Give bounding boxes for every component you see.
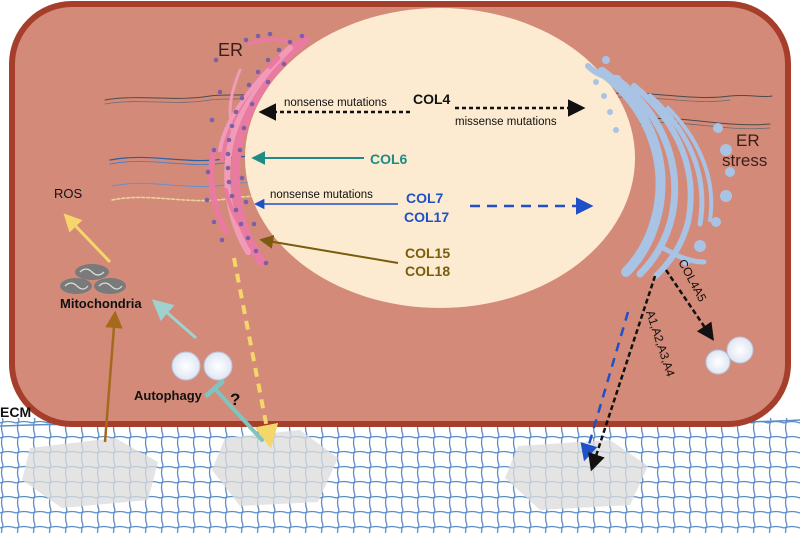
autophagy-label: Autophagy [134,388,203,403]
nonsense-mutations-top-label: nonsense mutations [284,97,387,109]
arrow-ecm-mitochondria [103,310,123,443]
col15-label: COL15 [405,245,450,261]
er-stress-vesicles [593,56,735,266]
secreted-vesicles [705,336,754,375]
col18-label: COL18 [405,263,450,279]
ecm-deposits [22,430,648,510]
col6-label: COL6 [370,151,408,167]
ecm-mesh [0,418,800,533]
stressed-er-organelle [585,63,714,279]
autophagy-vesicles [171,351,233,381]
er-organelle [208,35,310,267]
ecm-label: ECM [0,404,31,420]
mitochondria-organelles [60,264,126,294]
inhibition-ecm-autophagy [204,379,264,442]
er-stress-label-line1: ER [736,131,760,150]
col7-label: COL7 [406,190,444,206]
arrow-stress-to-ecm-black [588,275,657,472]
er-label: ER [218,40,243,60]
nucleus [245,8,635,308]
missense-mutations-label: missense mutations [455,116,557,128]
nonsense-mutations-mid-label: nonsense mutations [270,189,373,201]
er-ribosomes [204,31,305,266]
ros-label: ROS [54,186,83,201]
col17-label: COL17 [404,209,449,225]
col4-label: COL4 [413,91,451,107]
arrow-col15-col18 [259,234,399,264]
arrow-col4a5 [664,269,714,341]
arrow-autophagy-mitochondria [151,299,197,340]
er-stress-label-line2: stress [722,151,767,170]
mitochondria-label: Mitochondria [60,296,142,311]
question-mark-label: ? [230,390,240,409]
arrow-mitochondria-ros [63,213,112,264]
